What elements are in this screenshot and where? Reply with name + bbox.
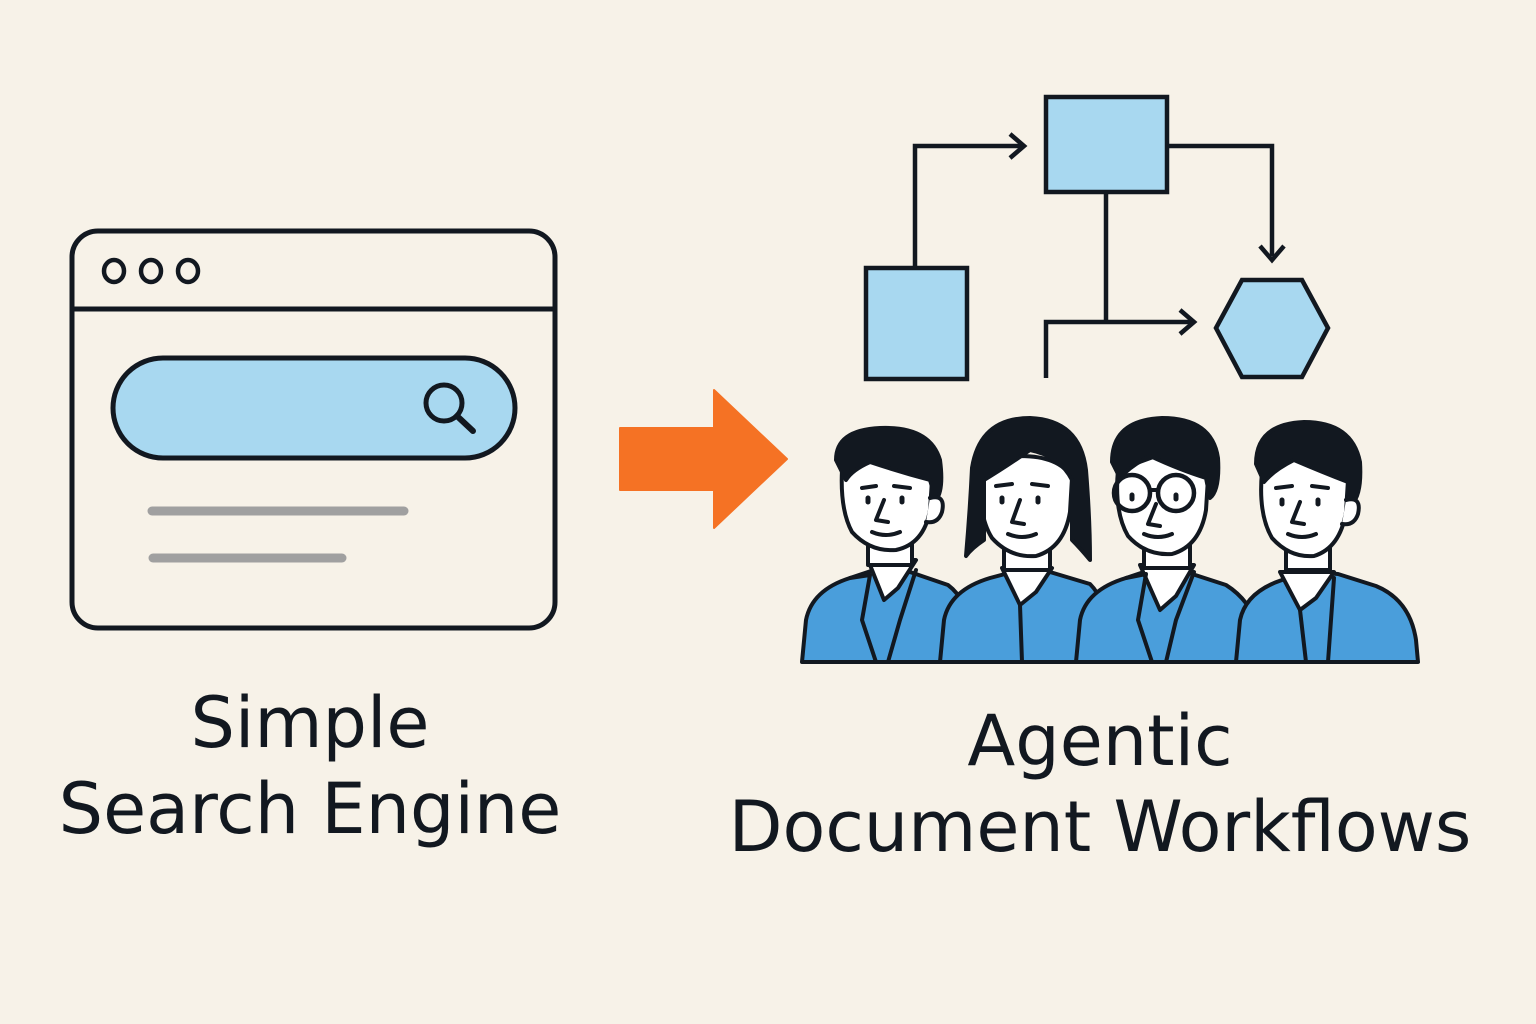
team-of-people-icon <box>800 416 1420 664</box>
right-title-line-1: Agentic <box>967 700 1233 782</box>
person-2 <box>938 416 1108 664</box>
left-title-line-1: Simple <box>190 682 430 764</box>
window-dot-1 <box>101 257 127 285</box>
flow-arrowhead-3 <box>1178 308 1198 336</box>
person-3 <box>1074 416 1274 664</box>
window-dot-3 <box>175 257 201 285</box>
flow-connector-1 <box>912 143 1022 268</box>
search-icon <box>423 382 476 434</box>
window-dot-2 <box>138 257 164 285</box>
arrow-right-icon <box>619 389 788 529</box>
flow-connector-2 <box>1167 143 1275 256</box>
flow-arrowhead-2 <box>1258 244 1286 264</box>
flowchart-icon <box>863 94 1331 382</box>
person-4 <box>1234 420 1420 664</box>
left-title-line-2: Search Engine <box>58 768 562 850</box>
search-bar <box>110 355 518 461</box>
flow-arrowhead-1 <box>1008 132 1028 160</box>
flow-hexagon <box>1213 277 1331 380</box>
simple-search-engine-caption: Simple Search Engine <box>30 680 590 852</box>
right-title-line-2: Document Workflows <box>728 786 1472 868</box>
person-1 <box>800 425 970 664</box>
agentic-workflows-caption: Agentic Document Workflows <box>700 698 1500 870</box>
browser-window-icon <box>69 228 558 631</box>
flow-connector-4 <box>1043 319 1192 378</box>
flow-box-top <box>1043 94 1170 195</box>
flow-box-left <box>863 265 970 382</box>
